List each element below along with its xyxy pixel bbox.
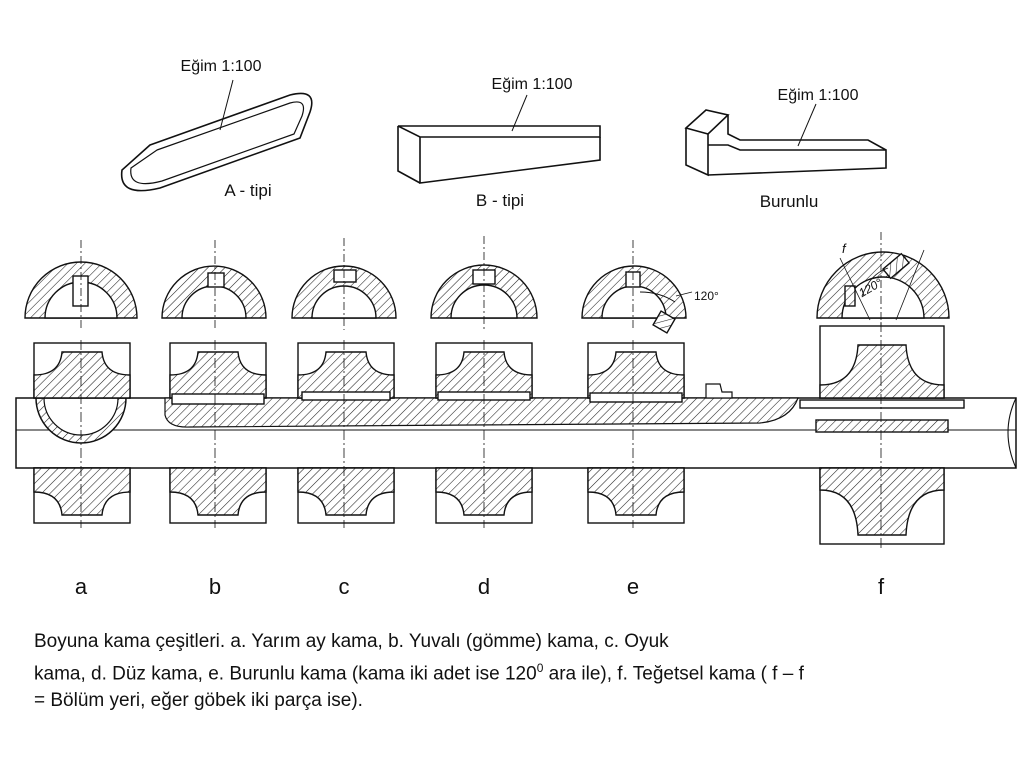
nosed-slope-label: Eğim 1:100: [778, 87, 859, 104]
center-lines: [80, 322, 882, 548]
section-b: [161, 240, 267, 330]
caption-superscript: 0: [536, 661, 544, 675]
position-label-e: e: [627, 574, 639, 599]
b-type-slope-label: Eğim 1:100: [492, 76, 573, 93]
section-a: [24, 240, 138, 330]
b-type-name-label: B - tipi: [476, 191, 524, 210]
nosed-key-drawing: [684, 103, 887, 177]
b-type-key-drawing: [397, 94, 601, 184]
section-c: [291, 238, 397, 330]
caption-line-1: Boyuna kama çeşitleri. a. Yarım ay kama,…: [34, 631, 669, 652]
a-type-slope-label: Eğim 1:100: [181, 58, 262, 75]
position-label-b: b: [209, 574, 221, 599]
hubs: [33, 325, 965, 545]
section-views: [24, 232, 950, 334]
caption-line-2: kama, d. Düz kama, e. Burunlu kama (kama…: [34, 655, 1014, 687]
caption-line-2-tail: ara ile), f. Teğetsel kama ( f – f: [543, 663, 804, 685]
angle-label-e: 120°: [694, 289, 719, 303]
nosed-name-label: Burunlu: [760, 192, 819, 211]
caption-line-3: = Bölüm yeri, eğer göbek iki parça ise).: [34, 690, 363, 712]
position-label-f: f: [878, 574, 885, 599]
a-type-name-label: A - tipi: [224, 181, 271, 200]
figure-caption: Boyuna kama çeşitleri. a. Yarım ay kama,…: [34, 628, 1014, 714]
nose-head: [705, 383, 733, 399]
section-mark-f: f: [842, 241, 847, 256]
position-label-d: d: [478, 574, 490, 599]
section-e: [581, 240, 693, 334]
position-label-a: a: [75, 574, 88, 599]
section-d: [430, 236, 538, 330]
section-f: [816, 232, 950, 330]
caption-line-2-text: kama, d. Düz kama, e. Burunlu kama (kama…: [34, 663, 537, 685]
position-label-c: c: [339, 574, 350, 599]
a-type-key-drawing: [120, 79, 313, 192]
long-key-band: [164, 397, 799, 428]
